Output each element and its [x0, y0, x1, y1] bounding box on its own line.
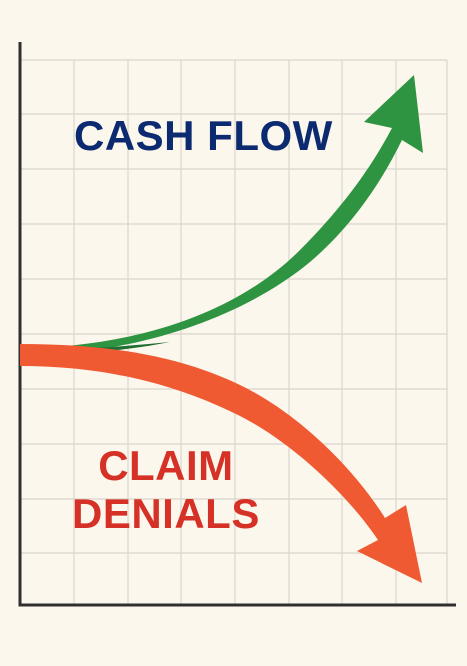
trend-down-arrow-body [20, 344, 422, 583]
trend-down-arrow-icon [20, 344, 422, 583]
axes [18, 42, 456, 607]
claim-denials-label: CLAIM DENIALS [72, 442, 260, 538]
claim-denials-label-line1: CLAIM [98, 442, 234, 489]
cash-flow-label: CASH FLOW [74, 112, 333, 159]
trend-up-arrow-body [20, 75, 423, 356]
claim-denials-label-line2: DENIALS [72, 490, 260, 537]
